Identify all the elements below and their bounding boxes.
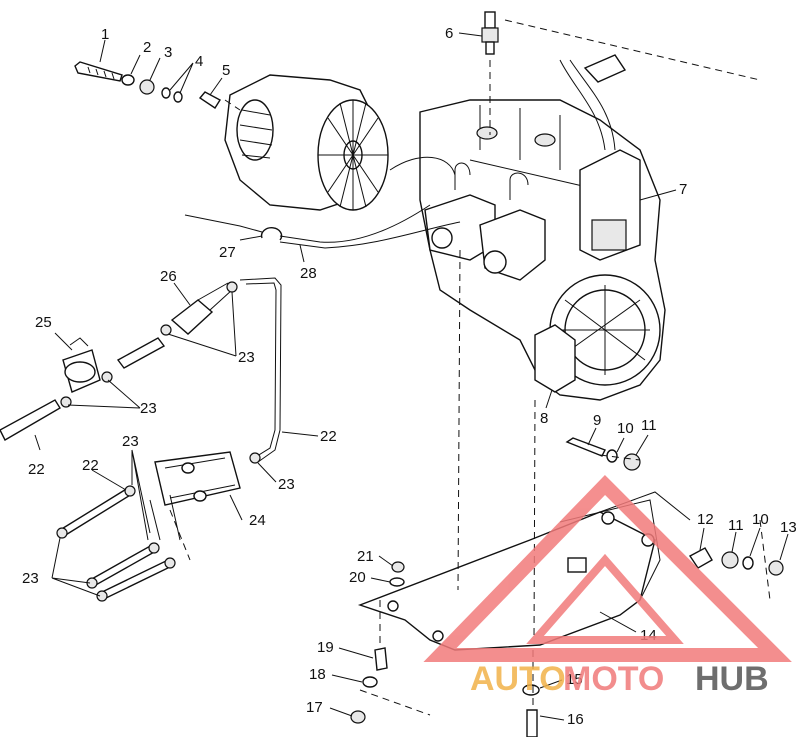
callout-23b: 23 xyxy=(22,570,39,587)
bolt-assembly-top xyxy=(74,61,221,109)
callout-5: 5 xyxy=(222,62,230,79)
watermark: AUTO MOTO HUB xyxy=(423,475,792,698)
callout-4: 4 xyxy=(195,53,203,70)
watermark-text-hub: HUB xyxy=(695,660,769,698)
callout-17: 17 xyxy=(306,699,323,716)
callout-28: 28 xyxy=(300,265,317,282)
bolt-assembly-right xyxy=(565,437,784,576)
callout-3: 3 xyxy=(164,44,172,61)
callout-25: 25 xyxy=(35,314,52,331)
callout-9: 9 xyxy=(593,412,601,429)
cables xyxy=(184,156,461,249)
callout-23: 23 xyxy=(122,433,139,450)
leader-lines xyxy=(34,32,789,721)
watermark-text-moto: MOTO xyxy=(563,660,664,698)
assembly-lines xyxy=(169,19,771,716)
callout-22: 22 xyxy=(28,461,45,478)
callout-10: 10 xyxy=(617,420,634,437)
callout-19: 19 xyxy=(317,639,334,656)
engine-block xyxy=(419,54,666,401)
fuel-system xyxy=(0,277,282,602)
callout-22b: 22 xyxy=(82,457,99,474)
callout-26: 26 xyxy=(160,268,177,285)
callout-7: 7 xyxy=(679,181,687,198)
callout-23e: 23 xyxy=(238,349,255,366)
callout-1: 1 xyxy=(101,26,109,43)
callout-2: 2 xyxy=(143,39,151,56)
callout-labels: 1 2 3 4 5 6 7 8 9 10 11 12 11 10 13 14 1… xyxy=(22,25,797,728)
callout-13: 13 xyxy=(780,519,797,536)
callout-16: 16 xyxy=(567,711,584,728)
callout-23c: 23 xyxy=(278,476,295,493)
callout-6: 6 xyxy=(445,25,453,42)
callout-8: 8 xyxy=(540,410,548,427)
callout-11: 11 xyxy=(641,417,657,434)
callout-11b: 11 xyxy=(728,517,744,534)
carburetors xyxy=(424,162,546,281)
callout-23d: 23 xyxy=(140,400,157,417)
callout-27: 27 xyxy=(219,244,236,261)
callout-15: 15 xyxy=(566,671,583,688)
callout-18: 18 xyxy=(309,666,326,683)
callout-22c: 22 xyxy=(320,428,337,445)
spark-plug xyxy=(481,11,499,55)
hardware-lower xyxy=(350,561,540,737)
callout-12: 12 xyxy=(697,511,714,528)
callout-10b: 10 xyxy=(752,511,769,528)
drive-clutch xyxy=(224,74,389,211)
callout-21: 21 xyxy=(357,548,374,565)
watermark-text-auto: AUTO xyxy=(470,660,566,698)
callout-20: 20 xyxy=(349,569,366,586)
callout-24: 24 xyxy=(249,512,266,529)
